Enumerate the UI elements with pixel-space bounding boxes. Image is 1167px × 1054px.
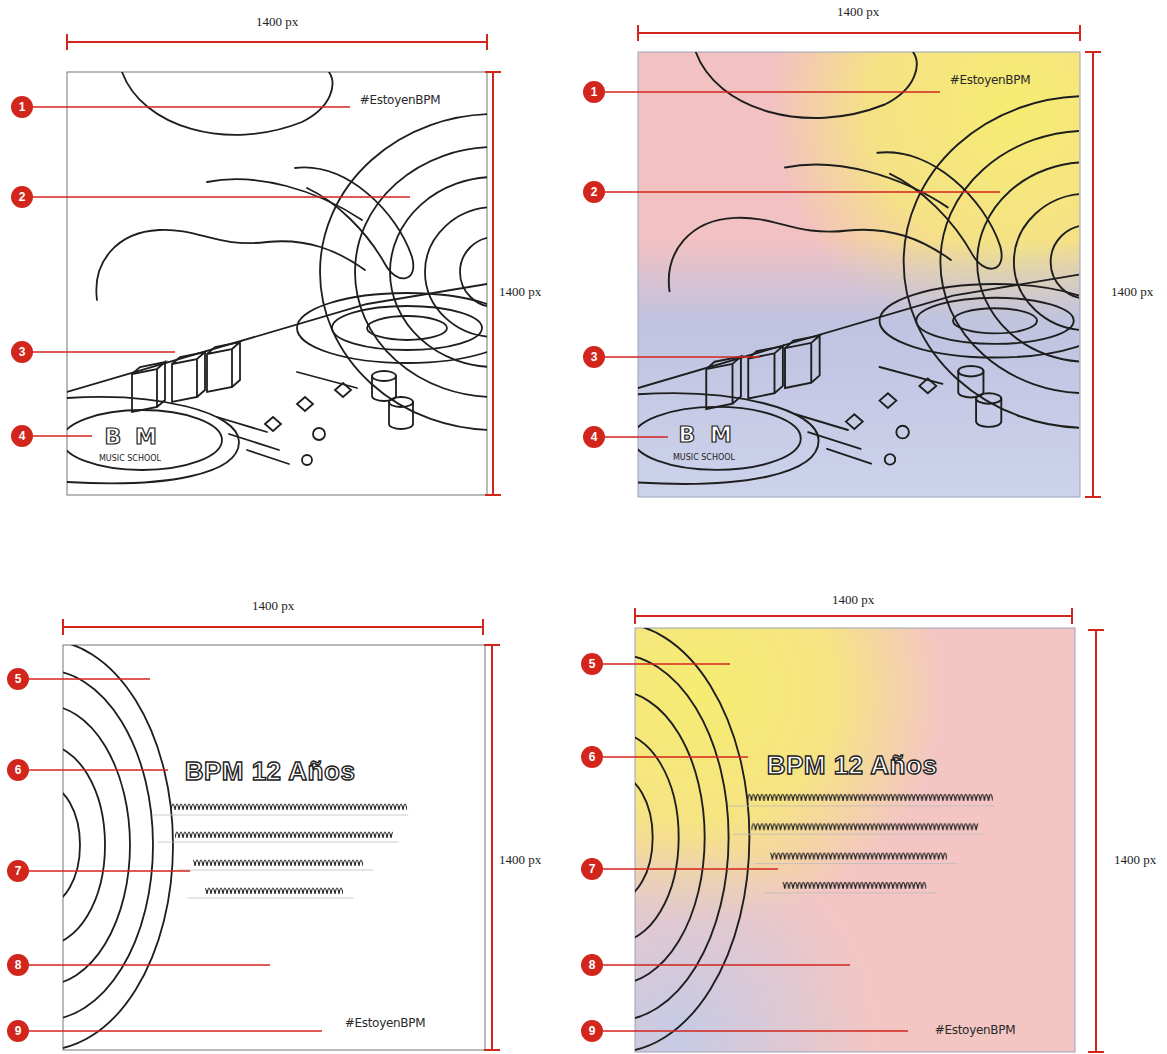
callout-number: 6 <box>581 746 603 768</box>
logo-letter: B <box>105 424 122 449</box>
callout-number: 7 <box>7 860 29 882</box>
callout-number: 1 <box>583 81 605 103</box>
dimension-label: 1400 px <box>499 284 541 300</box>
callout-number: 4 <box>11 425 33 447</box>
colored-panel <box>633 52 1167 497</box>
callout-number: 3 <box>583 346 605 368</box>
hashtag-text: #EstoyenBPM <box>345 1016 426 1030</box>
title-text: BPM 12 Años <box>767 750 938 781</box>
callout-number: 2 <box>583 181 605 203</box>
callout-number: 2 <box>11 186 33 208</box>
hashtag-text: #EstoyenBPM <box>935 1023 1016 1037</box>
dimension-label: 1400 px <box>1111 284 1153 300</box>
callout-number: 7 <box>581 858 603 880</box>
logo-letter: M <box>710 422 732 447</box>
callout-number: 1 <box>11 96 33 118</box>
logo-subtitle: MUSIC SCHOOL <box>673 453 735 462</box>
hashtag-text: #EstoyenBPM <box>950 73 1031 87</box>
callout-number: 4 <box>583 426 605 448</box>
dimension-label: 1400 px <box>256 14 298 30</box>
callout-number: 9 <box>7 1020 29 1042</box>
leader-line <box>29 92 1000 1031</box>
logo-letter: M <box>135 424 157 449</box>
dimension-label: 1400 px <box>837 4 879 20</box>
dimension-label: 1400 px <box>499 852 541 868</box>
callout-number: 8 <box>581 954 603 976</box>
callout-number: 8 <box>7 954 29 976</box>
dimension-label: 1400 px <box>1114 852 1156 868</box>
logo-subtitle: MUSIC SCHOOL <box>99 454 161 463</box>
dimension-label: 1400 px <box>252 598 294 614</box>
colored-panel <box>483 623 1075 1052</box>
dimension-label: 1400 px <box>832 592 874 608</box>
hashtag-text: #EstoyenBPM <box>360 93 441 107</box>
callout-number: 9 <box>581 1020 603 1042</box>
callout-number: 5 <box>581 653 603 675</box>
sketch-panel <box>0 640 485 1050</box>
callout-number: 5 <box>7 668 29 690</box>
sketch-panel <box>62 72 670 495</box>
title-text: BPM 12 Años <box>185 756 356 787</box>
logo-letter: B <box>679 422 696 447</box>
callout-number: 3 <box>11 341 33 363</box>
callout-number: 6 <box>7 759 29 781</box>
dimension-line <box>63 25 1104 1052</box>
